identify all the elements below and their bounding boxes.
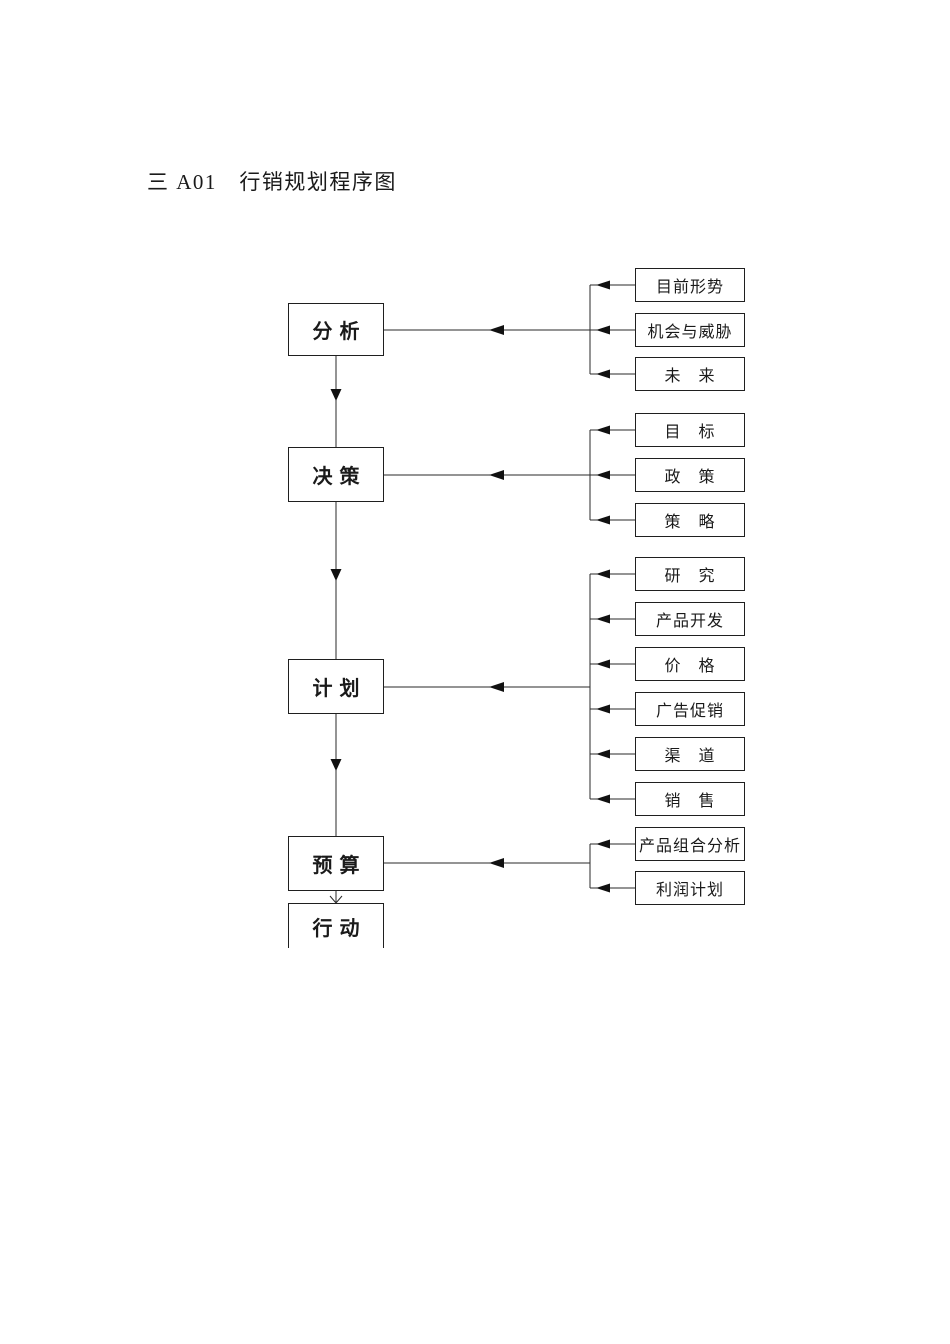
stage-box-budget: 预算 — [288, 836, 384, 891]
item-box-opportunities-threats: 机会与威胁 — [635, 313, 745, 347]
stage-box-planning: 计划 — [288, 659, 384, 714]
item-box-product-development: 产品开发 — [635, 602, 745, 636]
connector-group4-to-budget — [384, 858, 590, 868]
item-box-product-mix-analysis: 产品组合分析 — [635, 827, 745, 861]
item-box-policies: 政 策 — [635, 458, 745, 492]
item-box-advertising-promotion: 广告促销 — [635, 692, 745, 726]
item-box-research: 研 究 — [635, 557, 745, 591]
item-box-price: 价 格 — [635, 647, 745, 681]
item-box-future: 未 来 — [635, 357, 745, 391]
stage-box-action: 行动 — [288, 903, 384, 948]
item-box-channels: 渠 道 — [635, 737, 745, 771]
stage-box-decision: 决策 — [288, 447, 384, 502]
item-box-current-situation: 目前形势 — [635, 268, 745, 302]
item-box-profit-plan: 利润计划 — [635, 871, 745, 905]
item-box-sales: 销 售 — [635, 782, 745, 816]
branch-arrows-group3 — [590, 569, 635, 804]
connector-budget-to-action — [329, 891, 343, 904]
connector-analysis-to-decision — [330, 356, 342, 447]
page-title: 三 A01 行销规划程序图 — [147, 170, 397, 194]
connector-group3-to-planning — [384, 682, 590, 692]
branch-arrows-group4 — [590, 839, 635, 893]
branch-arrows-group2 — [590, 425, 635, 525]
branch-arrows-group1 — [590, 280, 635, 379]
connector-decision-to-planning — [330, 502, 342, 659]
connector-group2-to-decision — [384, 470, 590, 480]
connector-planning-to-budget — [330, 714, 342, 836]
stage-box-analysis: 分析 — [288, 303, 384, 356]
item-box-objectives: 目 标 — [635, 413, 745, 447]
item-box-strategies: 策 略 — [635, 503, 745, 537]
connector-group1-to-analysis — [384, 325, 590, 335]
